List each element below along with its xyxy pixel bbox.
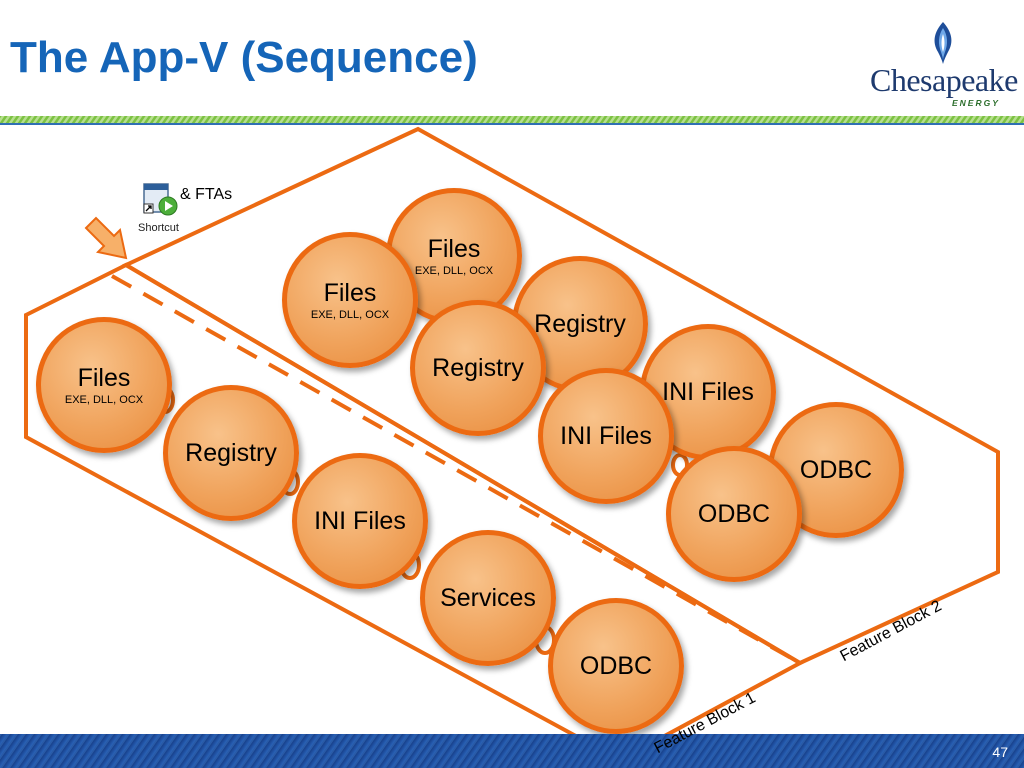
fb1-services-bubble: Services — [420, 530, 556, 666]
feature-block-1-outline — [24, 262, 805, 763]
bubble-subtitle: EXE, DLL, OCX — [64, 393, 144, 406]
footer-band — [0, 734, 1024, 768]
bubble-title: INI Files — [662, 378, 754, 406]
logo-wordmark: Chesapeake — [870, 62, 1018, 98]
fb2-front-registry-bubble: Registry — [410, 300, 546, 436]
company-logo: Chesapeake ENERGY — [870, 20, 1018, 108]
block-divider-dashed — [111, 274, 801, 665]
fb1-ini-files-bubble: INI Files — [292, 453, 428, 589]
bubble-title: INI Files — [314, 507, 406, 535]
bubble-title: Registry — [432, 354, 524, 382]
bubble-title: Files — [77, 363, 131, 392]
header-stripe — [0, 116, 1024, 125]
bubble-subtitle: EXE, DLL, OCX — [310, 308, 390, 321]
shortcut-label: Shortcut — [138, 222, 179, 234]
bubble-title: Files — [323, 278, 377, 307]
fb1-files-bubble: Files EXE, DLL, OCX — [36, 317, 172, 453]
bubble-title: Registry — [534, 310, 626, 338]
bubble-subtitle: EXE, DLL, OCX — [414, 264, 494, 277]
fb1-odbc-bubble: ODBC — [548, 598, 684, 734]
fb2-front-ini-files-bubble: INI Files — [538, 368, 674, 504]
bubble-title: INI Files — [560, 422, 652, 450]
bubble-title: Registry — [185, 439, 277, 467]
bubble-title: Files — [427, 234, 481, 263]
logo-subtitle: ENERGY — [952, 98, 1000, 108]
bubble-title: ODBC — [579, 652, 653, 680]
fb2-front-odbc-bubble: ODBC — [666, 446, 802, 582]
shortcut-icon[interactable] — [142, 182, 178, 218]
fb2-front-files-bubble: Files EXE, DLL, OCX — [282, 232, 418, 368]
fb1-registry-bubble: Registry — [163, 385, 299, 521]
slide-title: The App-V (Sequence) — [10, 33, 478, 82]
bubble-title: Services — [440, 584, 536, 612]
flame-icon — [934, 22, 952, 64]
fb2-back-files-bubble: Files EXE, DLL, OCX — [386, 188, 522, 324]
page-number: 47 — [992, 744, 1008, 760]
bubble-title: ODBC — [697, 500, 771, 528]
ftas-label: & FTAs — [180, 186, 233, 203]
bubble-title: ODBC — [799, 456, 873, 484]
arrow-pointer-icon — [82, 214, 132, 264]
